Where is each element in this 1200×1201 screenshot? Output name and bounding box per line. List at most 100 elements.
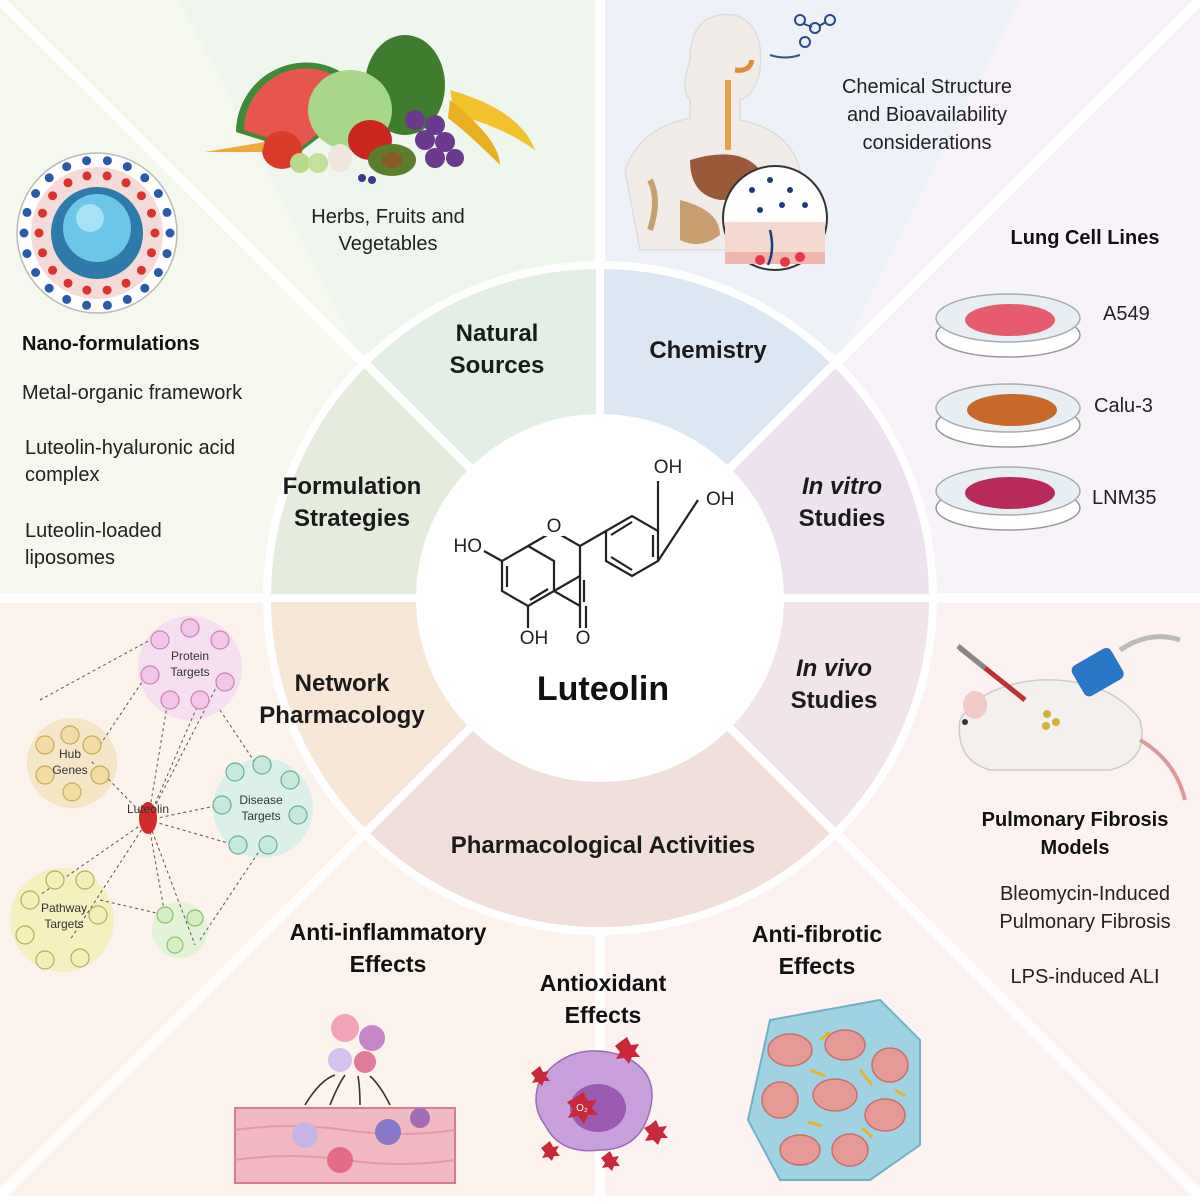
nano-item1: Metal-organic framework [22, 382, 243, 404]
hub-natural-line2: Sources [450, 352, 545, 379]
lung-cells-title: Lung Cell Lines [1011, 227, 1160, 249]
fibrotic-tissue-illustration [746, 998, 921, 1181]
body-digestion-illustration [624, 13, 836, 271]
charge-dot [102, 285, 112, 295]
nano-item3-line2: liposomes [25, 547, 115, 569]
chemistry-text-line3: considerations [863, 132, 992, 154]
nanoparticle-charges [19, 156, 175, 310]
hub-formulation-line1: Formulation [283, 473, 422, 500]
network-pathway-line1: Pathway [41, 901, 87, 915]
fibrosis-title-line2: Models [1041, 837, 1110, 859]
network-pathway-line2: Targets [44, 917, 83, 931]
hub-invitro-line1: In vitro [802, 473, 882, 500]
hub-pharmacological: Pharmacological Activities [451, 832, 756, 859]
charge-dot [62, 294, 72, 304]
antioxidant-line2: Effects [565, 1002, 642, 1028]
nano-item2-line1: Luteolin-hyaluronic acid [25, 437, 235, 459]
charge-dot [147, 208, 156, 218]
charge-dot [48, 191, 58, 201]
nanoparticle-illustration [16, 152, 178, 314]
atom-ring-oxygen: O [547, 516, 562, 537]
o2-label: O₂ [576, 1103, 588, 1114]
network-graph [10, 616, 313, 972]
charge-dot [31, 268, 41, 277]
charge-dot [82, 300, 92, 310]
charge-dot [102, 156, 112, 166]
mouse-illustration [956, 634, 1187, 801]
network-center-label: Luteolin [127, 802, 169, 816]
chemistry-text-line1: Chemical Structure [842, 76, 1012, 98]
charge-dot [162, 207, 172, 217]
charge-dot [150, 228, 160, 238]
fibrosis-item2: LPS-induced ALI [1011, 966, 1160, 988]
charge-dot [147, 248, 156, 258]
nano-title: Nano-formulations [22, 333, 200, 355]
charge-dot [44, 173, 54, 183]
atom-oh-top: OH [654, 457, 683, 478]
network-hub-line2: Genes [52, 763, 87, 777]
anti-inflammatory-line1: Anti-inflammatory [290, 919, 487, 945]
charge-dot [82, 156, 92, 166]
charge-dot [136, 191, 146, 201]
center-title: Luteolin [537, 670, 669, 708]
charge-dot [102, 300, 112, 310]
charge-dot [63, 278, 73, 288]
petri-dish-calu3 [935, 383, 1081, 448]
charge-dot [140, 283, 150, 293]
fruit-illustration [205, 35, 535, 184]
charge-dot [63, 178, 73, 188]
hub-natural-line1: Natural [456, 320, 539, 347]
chemistry-text-line2: and Bioavailability [847, 104, 1007, 126]
hub-network-line2: Pharmacology [259, 702, 425, 729]
charge-dot [38, 248, 47, 258]
natural-text-line1: Herbs, Fruits and [311, 206, 464, 228]
network-protein-line1: Protein [171, 649, 209, 663]
cell-line-calu3: Calu-3 [1094, 395, 1153, 417]
anti-inflammatory-line2: Effects [350, 951, 427, 977]
petri-dish-a549 [935, 293, 1081, 358]
antioxidant-line1: Antioxidant [540, 970, 667, 996]
charge-dot [122, 162, 132, 172]
charge-dot [48, 265, 58, 275]
atom-oh-right: OH [706, 489, 735, 510]
charge-dot [153, 189, 163, 198]
charge-dot [121, 178, 131, 188]
ring-oxygen-bg [544, 516, 564, 536]
charge-dot [19, 228, 29, 238]
cell-line-lnm35: LNM35 [1092, 487, 1156, 509]
charge-dot [121, 278, 131, 288]
network-protein-line2: Targets [170, 665, 209, 679]
hub-invitro-line2: Studies [799, 505, 886, 532]
charge-dot [38, 208, 47, 218]
network-hub-line1: Hub [59, 747, 81, 761]
hub-invivo-line2: Studies [791, 687, 878, 714]
hub-invivo-line1: In vivo [796, 655, 872, 682]
charge-dot [22, 207, 32, 217]
cell-line-a549: A549 [1103, 303, 1150, 325]
charge-dot [82, 285, 92, 295]
natural-text-line2: Vegetables [339, 233, 438, 255]
hub-chemistry: Chemistry [649, 337, 767, 364]
center-disc [416, 414, 784, 782]
petri-dish-lnm35 [935, 466, 1081, 531]
charge-dot [31, 189, 41, 198]
antifibrotic-line1: Anti-fibrotic [752, 921, 883, 947]
charge-dot [122, 294, 132, 304]
charge-dot [165, 228, 175, 238]
charge-dot [22, 249, 32, 259]
charge-dot [162, 249, 172, 259]
antifibrotic-line2: Effects [779, 953, 856, 979]
fibrosis-title-line1: Pulmonary Fibrosis [982, 809, 1169, 831]
charge-dot [153, 268, 163, 277]
atom-keto-oxygen: O [576, 628, 591, 649]
network-disease-line2: Targets [241, 809, 280, 823]
atom-oh-bottom: OH [520, 628, 549, 649]
network-disease-line1: Disease [239, 793, 283, 807]
nano-item3-line1: Luteolin-loaded [25, 520, 162, 542]
hub-formulation-line2: Strategies [294, 505, 410, 532]
charge-dot [136, 265, 146, 275]
nano-item2-line2: complex [25, 464, 99, 486]
charge-dot [140, 173, 150, 183]
charge-dot [34, 228, 44, 238]
